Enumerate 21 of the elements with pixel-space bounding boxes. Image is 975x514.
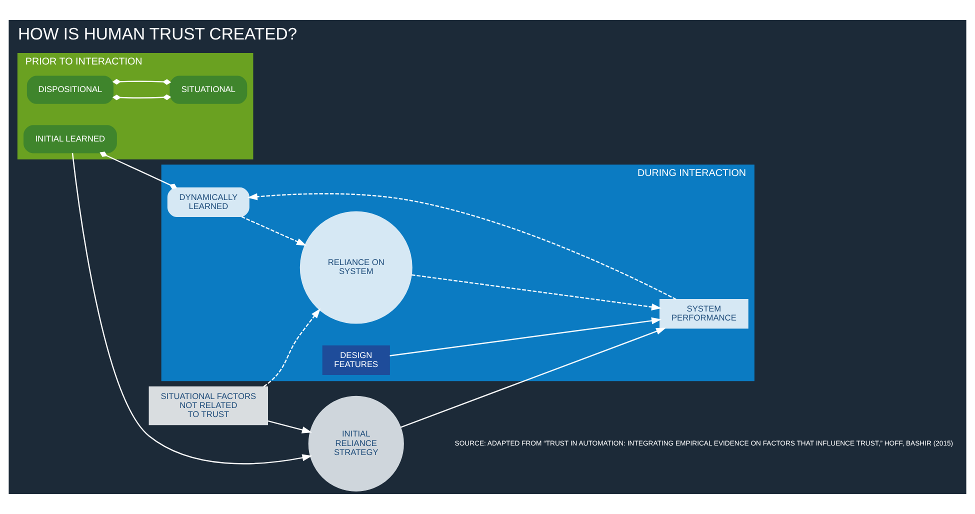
arrow	[412, 274, 662, 310]
connector	[100, 152, 178, 189]
node-box: SITUATIONAL	[170, 76, 248, 104]
arrow	[247, 193, 676, 300]
node-box: DESIGN FEATURES	[322, 345, 390, 375]
arrow	[400, 328, 666, 428]
node-box: INITIAL LEARNED	[24, 125, 117, 154]
node-circle: INITIAL RELIANCE STRATEGY	[308, 396, 404, 492]
arrow	[263, 308, 321, 388]
arrow	[268, 420, 312, 434]
connector	[112, 78, 172, 85]
arrow	[72, 152, 312, 464]
node-box: DYNAMICALLY LEARNED	[167, 187, 250, 218]
arrow	[390, 317, 662, 356]
node-box: SITUATIONAL FACTORS NOT RELATED TO TRUST	[148, 386, 268, 426]
diagram-title: HOW IS HUMAN TRUST CREATED?	[18, 24, 298, 44]
node-circle: RELIANCE ON SYSTEM	[300, 211, 412, 324]
node-box: DISPOSITIONAL	[26, 76, 114, 104]
arrow	[241, 216, 307, 246]
connector	[112, 94, 172, 100]
node-box: SYSTEM PERFORMANCE	[660, 299, 748, 329]
